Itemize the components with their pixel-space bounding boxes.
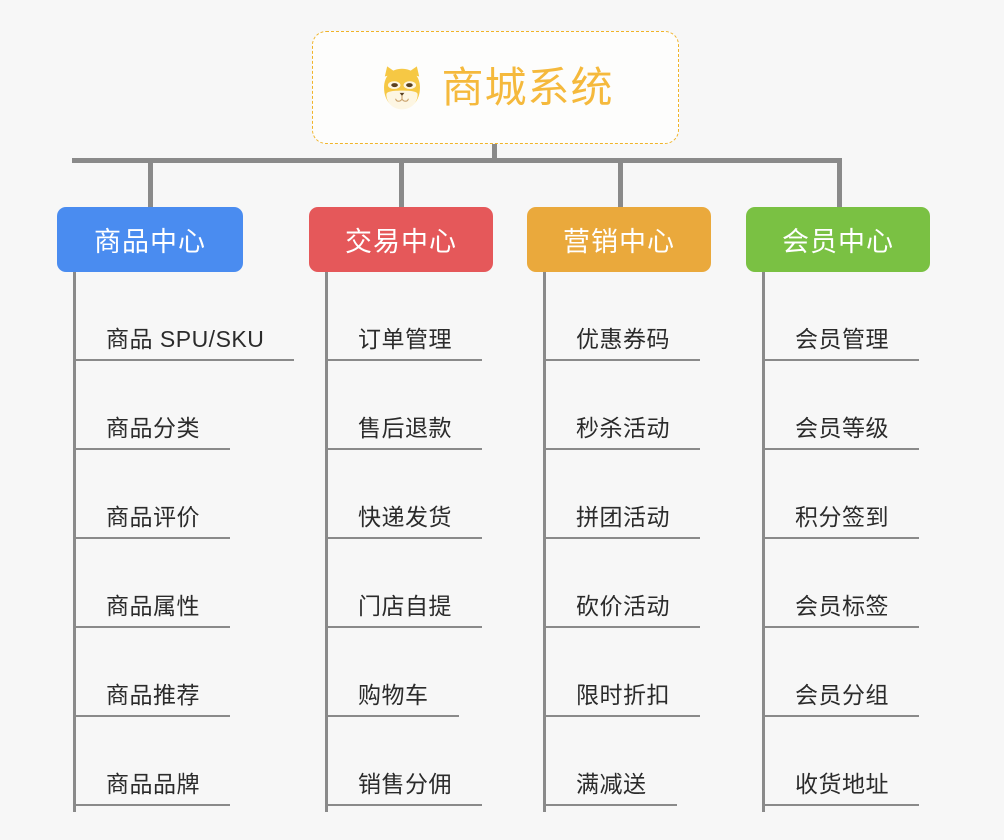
leaf-item[interactable]: 会员标签 xyxy=(765,539,919,628)
leaf-item-label: 会员分组 xyxy=(795,682,889,708)
leaf-item-label: 门店自提 xyxy=(358,593,452,619)
leaf-item-label: 商品评价 xyxy=(106,504,200,530)
leaf-item[interactable]: 商品分类 xyxy=(76,361,230,450)
leaf-item-label: 满减送 xyxy=(576,771,647,797)
category-label: 商品中心 xyxy=(94,227,206,257)
leaf-item-label: 商品推荐 xyxy=(106,682,200,708)
leaf-item[interactable]: 快递发货 xyxy=(328,450,482,539)
leaf-item-label: 积分签到 xyxy=(795,504,889,530)
leaf-item[interactable]: 商品 SPU/SKU xyxy=(76,272,295,361)
leaf-item[interactable]: 限时折扣 xyxy=(546,628,700,717)
leaf-spine xyxy=(325,272,328,812)
leaf-item-label: 砍价活动 xyxy=(576,593,670,619)
leaf-item[interactable]: 砍价活动 xyxy=(546,539,700,628)
leaf-item[interactable]: 拼团活动 xyxy=(546,450,700,539)
leaf-item[interactable]: 购物车 xyxy=(328,628,459,717)
leaf-item-label: 秒杀活动 xyxy=(576,415,670,441)
leaf-item[interactable]: 优惠券码 xyxy=(546,272,700,361)
leaf-item[interactable]: 订单管理 xyxy=(328,272,482,361)
category-box-2[interactable]: 交易中心 xyxy=(309,207,493,272)
leaf-item-label: 会员标签 xyxy=(795,593,889,619)
leaf-item-label: 商品分类 xyxy=(106,415,200,441)
leaf-item-label: 商品 SPU/SKU xyxy=(106,326,265,352)
connector-drop-2 xyxy=(399,158,404,210)
category-label: 交易中心 xyxy=(345,227,457,257)
category-label: 营销中心 xyxy=(563,227,675,257)
leaf-spine xyxy=(543,272,546,812)
leaf-item-label: 限时折扣 xyxy=(576,682,670,708)
leaf-spine xyxy=(762,272,765,812)
leaf-item-label: 快递发货 xyxy=(358,504,452,530)
category-box-4[interactable]: 会员中心 xyxy=(746,207,930,272)
leaf-item-label: 购物车 xyxy=(358,682,429,708)
category-label: 会员中心 xyxy=(782,227,894,257)
leaf-item-label: 会员管理 xyxy=(795,326,889,352)
leaf-item[interactable]: 积分签到 xyxy=(765,450,919,539)
connector-drop-1 xyxy=(148,158,153,210)
leaf-item-label: 订单管理 xyxy=(358,326,452,352)
category-box-3[interactable]: 营销中心 xyxy=(527,207,711,272)
leaf-item[interactable]: 商品评价 xyxy=(76,450,230,539)
leaf-item[interactable]: 商品品牌 xyxy=(76,717,230,806)
leaf-item[interactable]: 会员等级 xyxy=(765,361,919,450)
shiba-dog-face-icon xyxy=(384,65,421,109)
leaf-item[interactable]: 门店自提 xyxy=(328,539,482,628)
leaf-item[interactable]: 会员管理 xyxy=(765,272,919,361)
root-title: 商城系统 xyxy=(441,63,614,111)
leaf-item[interactable]: 秒杀活动 xyxy=(546,361,700,450)
leaf-item[interactable]: 售后退款 xyxy=(328,361,482,450)
root-node[interactable]: 商城系统 xyxy=(312,31,679,144)
leaf-item[interactable]: 商品属性 xyxy=(76,539,230,628)
leaf-item-label: 收货地址 xyxy=(795,771,889,797)
leaf-spine xyxy=(73,272,76,812)
connector-root-stem xyxy=(492,144,497,161)
leaf-item-label: 商品属性 xyxy=(106,593,200,619)
leaf-item-label: 会员等级 xyxy=(795,415,889,441)
leaf-item[interactable]: 商品推荐 xyxy=(76,628,230,717)
connector-drop-4 xyxy=(837,158,842,210)
leaf-item-label: 销售分佣 xyxy=(358,771,452,797)
connector-drop-3 xyxy=(618,158,623,210)
leaf-item[interactable]: 满减送 xyxy=(546,717,677,806)
category-box-1[interactable]: 商品中心 xyxy=(57,207,243,272)
leaf-item-label: 优惠券码 xyxy=(576,326,670,352)
connector-bus-bar xyxy=(72,158,842,163)
leaf-item[interactable]: 销售分佣 xyxy=(328,717,482,806)
leaf-item-label: 商品品牌 xyxy=(106,771,200,797)
leaf-item[interactable]: 会员分组 xyxy=(765,628,919,717)
leaf-item-label: 售后退款 xyxy=(358,415,452,441)
leaf-item-label: 拼团活动 xyxy=(576,504,670,530)
leaf-item[interactable]: 收货地址 xyxy=(765,717,919,806)
